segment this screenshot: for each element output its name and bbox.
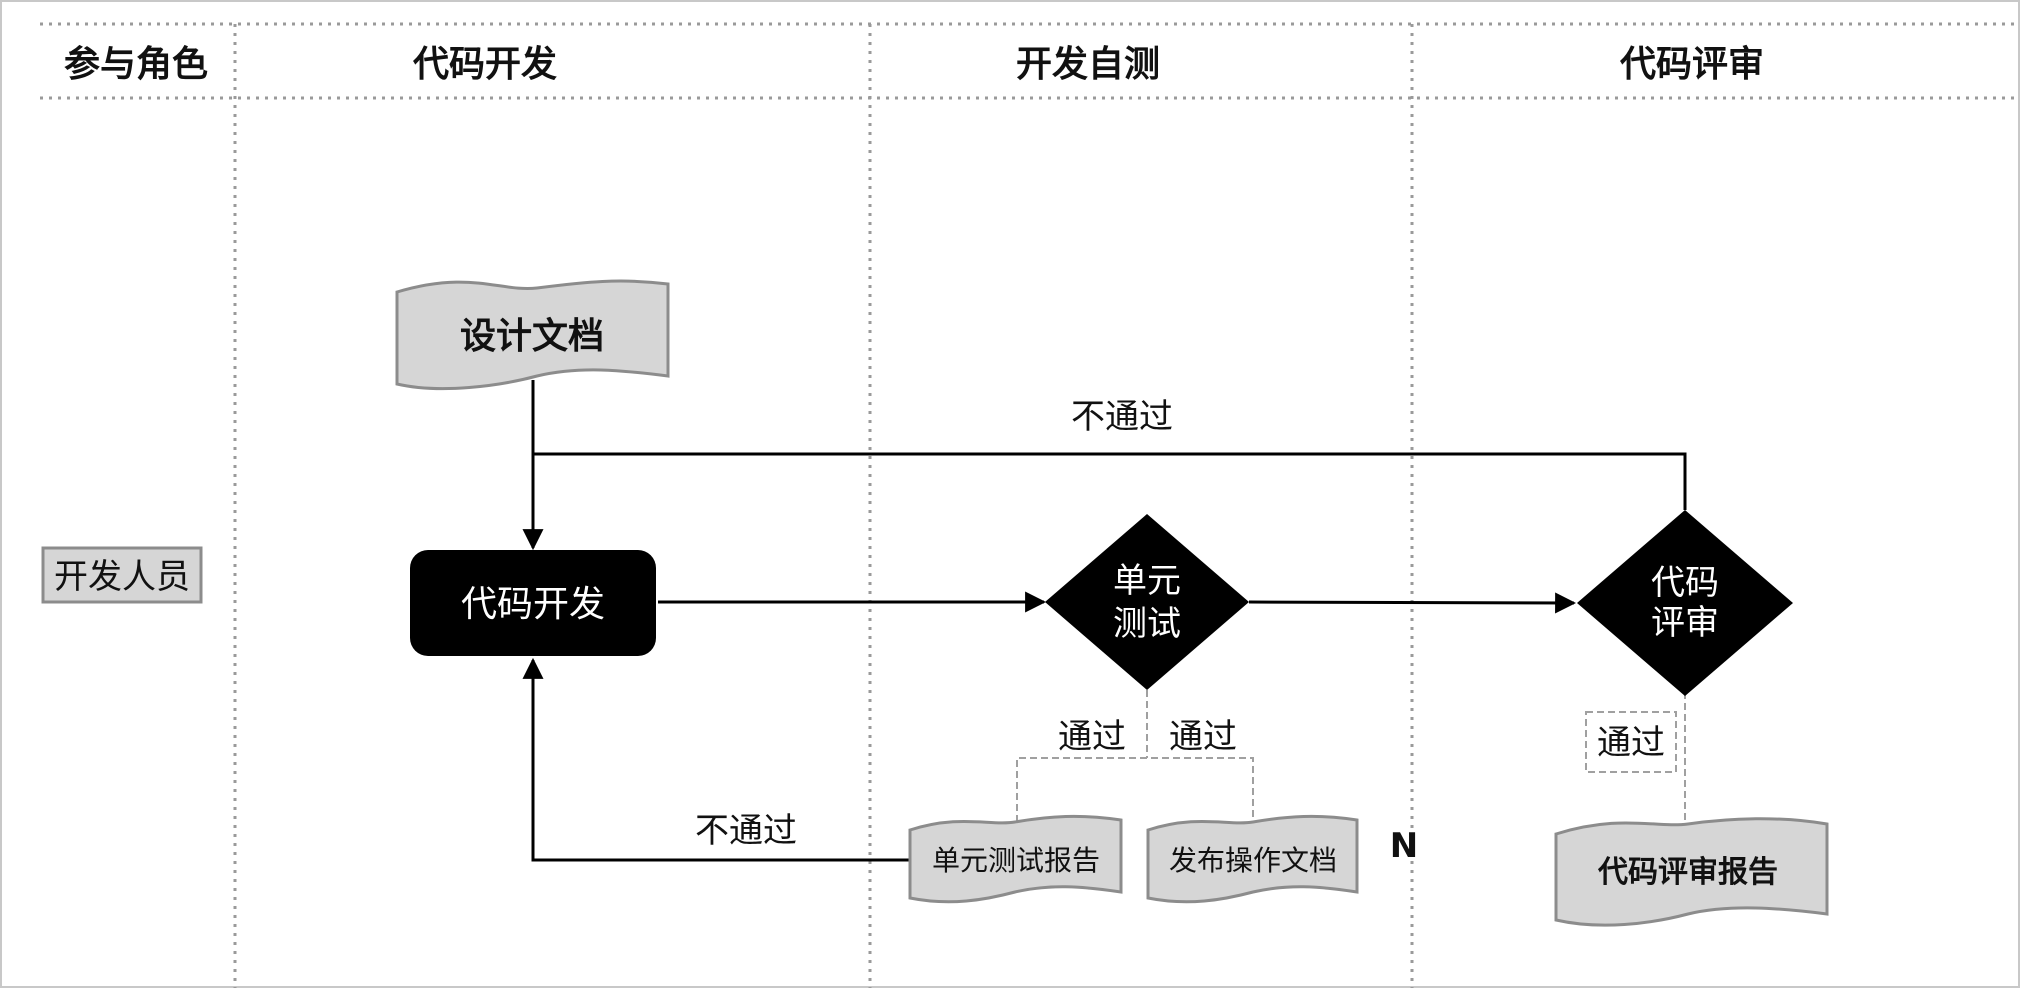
code-dev-label: 代码开发	[461, 584, 605, 625]
code-review-report-node: 代码评审报告	[1554, 817, 1829, 927]
unit-test-report-node: 单元测试报告	[908, 814, 1123, 904]
edge-label-fail-top: 不通过	[1071, 397, 1173, 437]
role-developer: 开发人员	[41, 546, 203, 604]
code-review-label-line2: 评审	[1651, 603, 1719, 643]
unit-test-diamond	[1045, 514, 1249, 690]
edge-label-pass-review: 通过	[1597, 723, 1665, 763]
dashed-connectors	[1016, 670, 1686, 830]
edge-label-fail-bottom: 不通过	[695, 811, 797, 851]
roles-header: 参与角色	[64, 44, 208, 85]
phase-header-code-dev: 代码开发	[412, 44, 557, 85]
unit-test-report-shape	[908, 814, 1123, 904]
swimlane-grid	[40, 22, 2020, 988]
edge-label-pass-right: 通过	[1169, 717, 1237, 757]
code-review-label-line1: 代码	[1651, 563, 1719, 603]
arrow-report-fail-back	[522, 657, 910, 862]
arrow-unit-test-to-review	[1248, 592, 1577, 614]
unit-test-report-label: 单元测试报告	[932, 844, 1100, 877]
phase-header-self-test: 开发自测	[1016, 44, 1160, 85]
code-dev-shape	[410, 550, 656, 656]
code-review-diamond	[1577, 510, 1793, 696]
unit-test-label-line2: 测试	[1113, 604, 1181, 644]
unit-test-label-line1: 单元	[1113, 561, 1181, 601]
code-review-report-shape	[1554, 817, 1829, 927]
unit-test-node: 单元 测试	[1045, 514, 1249, 690]
release-doc-label: 发布操作文档	[1169, 844, 1337, 877]
pass-review-box	[1585, 711, 1677, 773]
stray-label-n: N	[1390, 826, 1418, 866]
code-review-report-label: 代码评审报告	[1597, 855, 1778, 890]
role-label: 开发人员	[54, 557, 190, 597]
role-box	[41, 546, 203, 604]
design-doc-label: 设计文档	[460, 316, 604, 357]
release-doc-shape	[1146, 814, 1359, 904]
line-review-fail	[533, 452, 1687, 510]
design-doc-shape	[395, 279, 670, 391]
phase-header-code-review: 代码评审	[1619, 44, 1764, 85]
design-doc-node: 设计文档	[395, 279, 670, 391]
connectors	[522, 380, 1687, 862]
code-review-node: 代码 评审	[1577, 510, 1793, 696]
code-dev-node: 代码开发	[410, 550, 656, 656]
release-doc-node: 发布操作文档	[1146, 814, 1359, 904]
edge-label-pass-left: 通过	[1058, 717, 1126, 757]
